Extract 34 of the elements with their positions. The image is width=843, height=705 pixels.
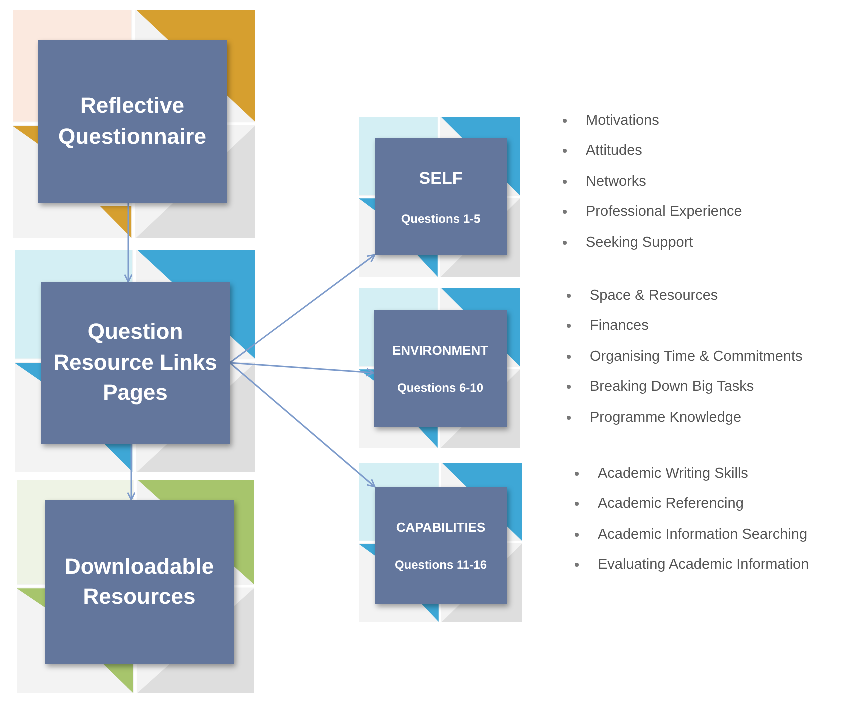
arrow [230,362,375,377]
box-title: Reflective Questionnaire [58,92,208,150]
box-title: CAPABILITIES [396,518,486,536]
bullet-item: Breaking Down Big Tasks [567,372,837,403]
process-box [41,282,230,444]
box-title: ENVIRONMENT [392,342,489,360]
bullet-item: Programme Knowledge [567,402,837,434]
bullet-item: Professional Experience [563,197,803,228]
box-title: SELF [419,168,463,190]
bullet-item: Academic Writing Skills [575,459,837,490]
question-range: Questions 1-5 [401,212,481,226]
box-title: Downloadable Resources [64,552,216,611]
bullet-item: Networks [563,166,803,198]
process-box [375,138,507,255]
bullet-item: Evaluating Academic Information [575,550,837,581]
arrow [230,362,376,488]
arrow [124,203,133,283]
process-box [375,487,507,604]
bullet-item: Attitudes [563,136,803,167]
bullet-item: Finances [567,311,837,342]
bullet-item: Academic Referencing [575,489,837,520]
question-range: Questions 6-10 [397,381,484,396]
bullet-item: Organising Time & Commitments [567,342,837,372]
process-box [45,500,234,664]
bullet-item: Motivations [563,106,803,136]
arrow [230,254,376,364]
bullet-item: Seeking Support [563,228,803,258]
bullet-item: Academic Information Searching [575,520,837,550]
question-range: Questions 11-16 [394,558,488,572]
process-box [38,40,227,203]
arrow [127,444,136,501]
bullet-item: Space & Resources [567,281,837,312]
process-box [374,310,507,427]
box-title: Question Resource Links Pages [52,318,218,408]
